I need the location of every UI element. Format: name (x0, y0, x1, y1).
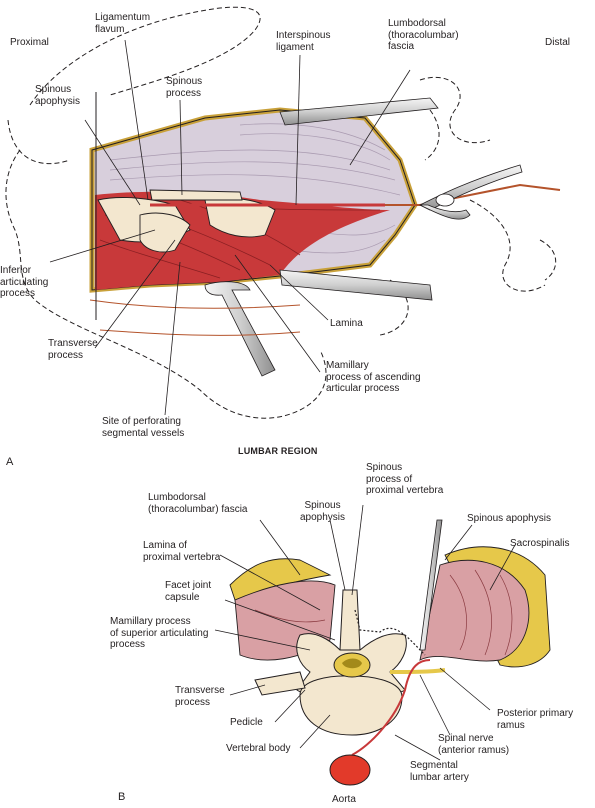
panel-b-leaders (214, 504, 516, 761)
panel-b-illustration (229, 519, 551, 786)
panel-a-leaders (49, 39, 411, 416)
label-spinal-nerve: Spinal nerve (anterior ramus) (438, 733, 510, 756)
label-lamina: Lamina (330, 318, 363, 329)
label-spinous-process-a: Spinous process (166, 76, 203, 99)
label-transverse-process-b: Transverse process (175, 685, 225, 708)
label-distal: Distal (545, 37, 571, 48)
label-ligamentum-flavum: Ligamentum flavum (95, 12, 151, 35)
panel-a-illustration (5, 6, 561, 419)
label-spinous-apophysis-b-right: Spinous apophysis (467, 513, 551, 524)
label-segmental-lumbar-artery: Segmental lumbar artery (410, 760, 469, 783)
label-spinous-apophysis-b-left: Spinous apophysis (300, 500, 346, 523)
label-aorta: Aorta (332, 794, 356, 805)
panel-letter-a: A (6, 456, 14, 468)
label-spinous-process-proximal: Spinous process of proximal vertebra (366, 462, 444, 496)
label-proximal: Proximal (10, 37, 49, 48)
label-perforating-vessels: Site of perforating segmental vessels (102, 416, 185, 439)
heading-lumbar-region: LUMBAR REGION (238, 446, 318, 456)
label-mamillary-process-b: Mamillary process of superior articulati… (110, 616, 209, 650)
label-mamillary-process-a: Mamillary process of ascending articular… (326, 360, 421, 394)
panel-letter-b: B (118, 791, 126, 803)
label-lamina-proximal: Lamina of proximal vertebra (143, 540, 221, 563)
label-interspinous-ligament: Interspinous ligament (276, 30, 331, 53)
label-facet-joint-capsule: Facet joint capsule (165, 580, 212, 603)
label-spinous-apophysis-a: Spinous apophysis (35, 84, 81, 107)
label-lumbodorsal-fascia-a: Lumbodorsal (thoracolumbar) fascia (388, 18, 459, 52)
label-lumbodorsal-fascia-b: Lumbodorsal (thoracolumbar) fascia (148, 492, 248, 515)
label-transverse-process-a: Transverse process (48, 338, 98, 361)
label-posterior-primary-ramus: Posterior primary ramus (497, 708, 574, 731)
label-pedicle: Pedicle (230, 717, 263, 728)
label-sacrospinalis: Sacrospinalis (510, 538, 570, 549)
label-vertebral-body: Vertebral body (226, 743, 291, 754)
label-inferior-articulating-process: Inferior articulating process (0, 265, 49, 299)
